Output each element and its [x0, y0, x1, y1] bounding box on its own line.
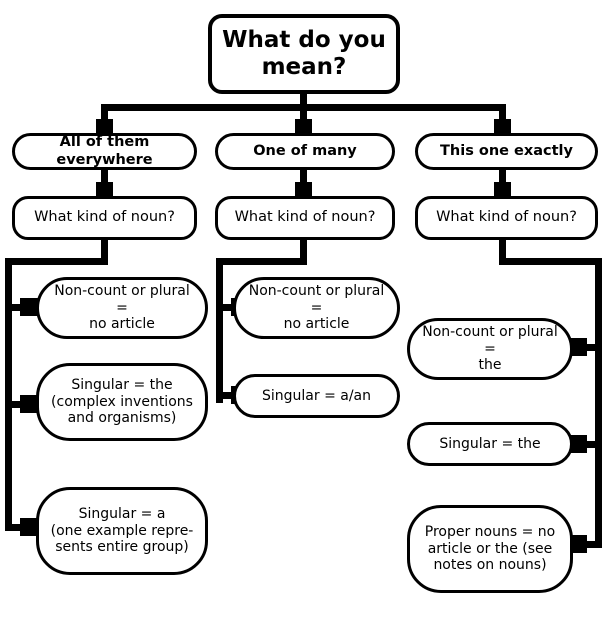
- node-result-label: Non-count or plural = no article: [248, 283, 385, 333]
- node-question-middle[interactable]: What kind of noun?: [215, 196, 395, 240]
- node-question-left[interactable]: What kind of noun?: [12, 196, 197, 240]
- node-result-left-singular-the[interactable]: Singular = the (complex inventions and o…: [36, 363, 208, 441]
- node-result-label: Proper nouns = no article or the (see no…: [424, 524, 556, 574]
- node-result-left-noncount[interactable]: Non-count or plural = no article: [36, 277, 208, 339]
- node-result-right-proper-nouns[interactable]: Proper nouns = no article or the (see no…: [407, 505, 573, 593]
- node-result-label: Singular = the: [439, 435, 541, 452]
- node-result-middle-noncount[interactable]: Non-count or plural = no article: [233, 277, 400, 339]
- node-result-left-singular-a[interactable]: Singular = a (one example repre- sents e…: [36, 487, 208, 575]
- node-title-what-do-you-mean[interactable]: What do you mean?: [208, 14, 400, 94]
- node-result-label: Non-count or plural = no article: [54, 283, 190, 333]
- node-result-label: Non-count or plural = the: [422, 324, 558, 374]
- node-result-label: Singular = a (one example repre- sents e…: [50, 506, 194, 556]
- node-branch-this-one-exactly[interactable]: This one exactly: [415, 133, 598, 170]
- node-title-label: What do you mean?: [222, 26, 386, 80]
- node-branch-all-of-them-everywhere[interactable]: All of them everywhere: [12, 133, 197, 170]
- node-question-label: What kind of noun?: [436, 209, 577, 226]
- node-branch-one-of-many[interactable]: One of many: [215, 133, 395, 170]
- node-result-label: Singular = the (complex inventions and o…: [51, 377, 193, 427]
- node-branch-label: This one exactly: [440, 142, 573, 159]
- node-result-right-singular-the[interactable]: Singular = the: [407, 422, 573, 466]
- node-question-right[interactable]: What kind of noun?: [415, 196, 598, 240]
- node-result-middle-singular-a-an[interactable]: Singular = a/an: [233, 374, 400, 418]
- node-branch-label: One of many: [253, 142, 357, 159]
- node-result-label: Singular = a/an: [261, 387, 371, 404]
- node-result-right-noncount-the[interactable]: Non-count or plural = the: [407, 318, 573, 380]
- node-branch-label: All of them everywhere: [56, 134, 153, 168]
- node-question-label: What kind of noun?: [34, 209, 175, 226]
- node-question-label: What kind of noun?: [234, 209, 376, 226]
